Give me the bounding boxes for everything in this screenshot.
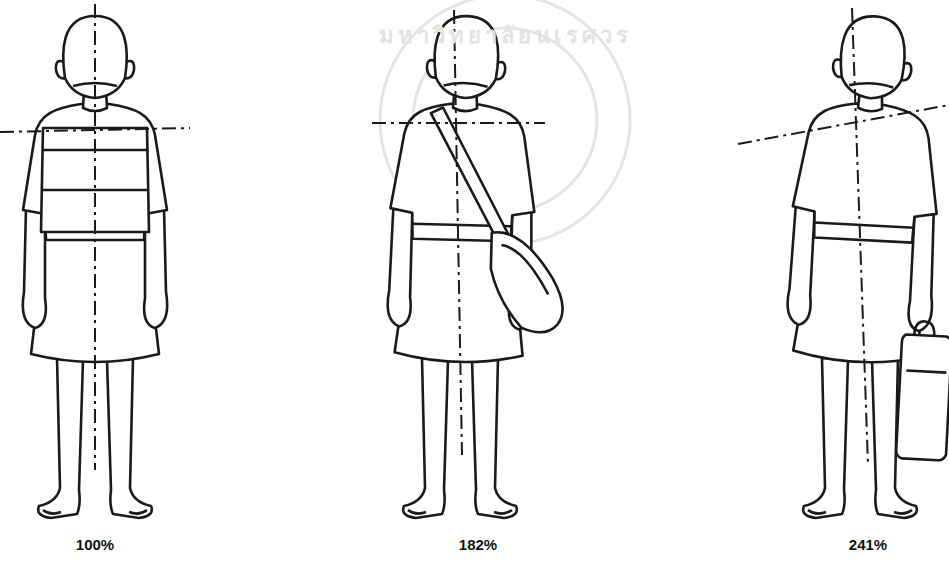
head — [839, 15, 907, 100]
bag-seam — [906, 371, 946, 373]
heel — [894, 510, 912, 514]
reference-line — [852, 8, 868, 465]
child-figure — [386, 14, 570, 518]
leg — [803, 358, 848, 518]
percentage-label: 241% — [849, 536, 887, 553]
leg — [107, 358, 152, 518]
leg — [472, 358, 517, 518]
waist-line — [814, 222, 914, 227]
shirt — [791, 101, 942, 244]
bag-handle — [914, 321, 935, 336]
hand-bag — [896, 334, 949, 460]
hair-line — [444, 82, 488, 86]
heel — [129, 510, 147, 514]
leg — [38, 358, 83, 518]
percentage-label: 182% — [459, 536, 497, 553]
reference-line — [372, 122, 545, 124]
reference-line — [738, 105, 949, 144]
bag-seam — [500, 245, 549, 294]
percentage-label: 100% — [76, 536, 114, 553]
reference-line — [94, 4, 96, 470]
child-figure — [780, 13, 949, 518]
heel — [408, 510, 426, 514]
upper-body — [780, 13, 949, 461]
watermark-text: มหาวิทยาลัยนเรศวร — [379, 18, 632, 53]
shoulder-bag — [489, 232, 564, 333]
upper-body — [386, 14, 570, 364]
arm — [387, 206, 413, 327]
leg — [403, 358, 448, 518]
reference-line — [454, 10, 462, 455]
arm — [786, 204, 815, 325]
bag-strap — [428, 107, 511, 241]
heel — [808, 510, 826, 514]
heel — [494, 510, 512, 514]
hair-line — [849, 82, 893, 87]
heel — [43, 510, 61, 514]
